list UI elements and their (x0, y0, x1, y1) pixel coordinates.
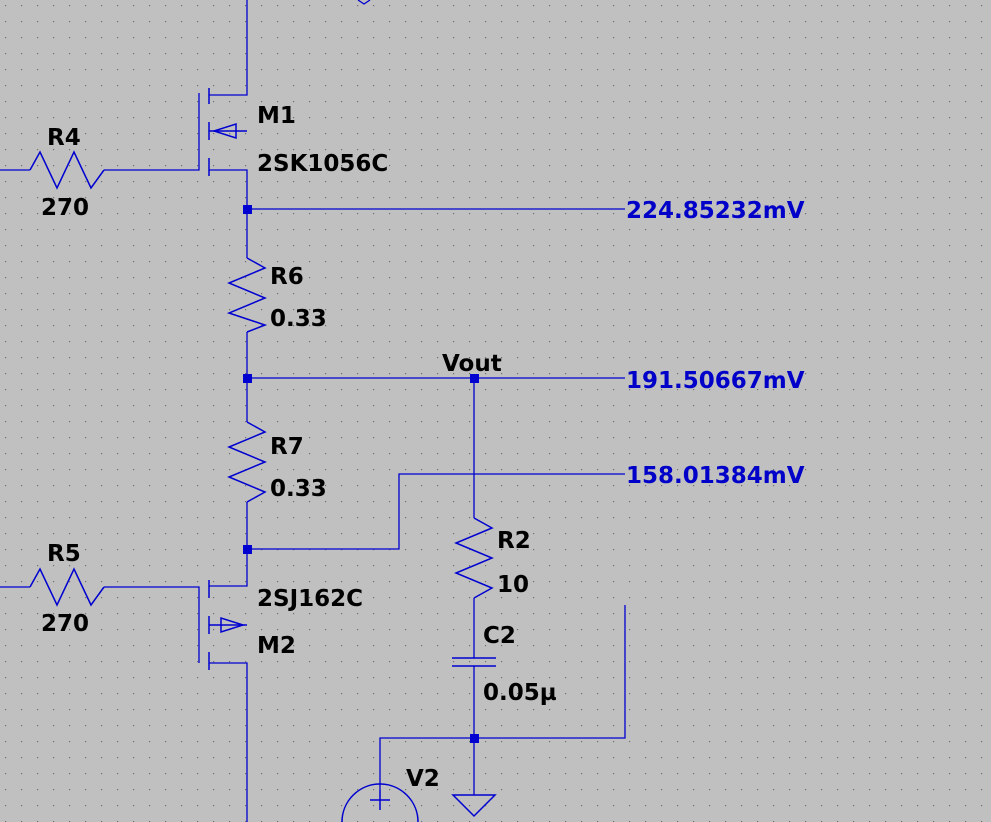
r4-ref-label: R4 (47, 125, 81, 151)
wire-r7-to-m2[interactable] (209, 502, 248, 587)
probe-voltage-m2-source: 158.01384mV (626, 463, 805, 489)
node-ground[interactable] (470, 734, 479, 743)
r4-value-label: 270 (41, 195, 89, 221)
wire-m2-drain[interactable] (209, 662, 248, 822)
v2-symbol[interactable] (341, 783, 419, 822)
wire-top-stub[interactable] (357, 0, 371, 5)
ground-symbol[interactable] (451, 794, 497, 818)
r5-symbol[interactable] (29, 567, 105, 607)
wire-r4-to-m1-gate[interactable] (104, 93, 200, 171)
r6-ref-label: R6 (270, 264, 304, 290)
probe-voltage-vout: 191.50667mV (626, 368, 805, 394)
wire-drain-m1[interactable] (209, 0, 248, 96)
vout-net-label: Vout (442, 351, 502, 377)
node-midpoint[interactable] (243, 374, 252, 383)
r2-symbol[interactable] (454, 517, 494, 599)
v2-ref-label: V2 (406, 766, 440, 792)
c2-symbol[interactable] (452, 657, 496, 667)
r2-ref-label: R2 (497, 528, 531, 554)
m2-model-label: 2SJ162C (257, 586, 363, 612)
m1-symbol[interactable] (208, 88, 247, 176)
node-m1-source[interactable] (243, 205, 252, 214)
wire-ground-bus[interactable] (379, 605, 626, 790)
junction-nodes (243, 205, 479, 743)
c2-ref-label: C2 (483, 623, 516, 649)
wires (0, 0, 626, 822)
wire-r5-to-m2-gate[interactable] (104, 586, 200, 663)
m1-ref-label: M1 (257, 103, 296, 129)
m1-model-label: 2SK1056C (257, 151, 388, 177)
node-vout[interactable] (470, 374, 479, 383)
r7-symbol[interactable] (227, 421, 267, 503)
probe-voltage-m1-source: 224.85232mV (626, 198, 805, 224)
wire-m1-source[interactable] (209, 169, 248, 258)
m2-ref-label: M2 (257, 633, 296, 659)
m2-symbol[interactable] (208, 580, 247, 670)
r5-ref-label: R5 (47, 541, 81, 567)
r6-value-label: 0.33 (270, 306, 327, 332)
r6-symbol[interactable] (226, 257, 268, 333)
c2-value-label: 0.05µ (483, 680, 557, 706)
node-m2-source[interactable] (243, 545, 252, 554)
r7-value-label: 0.33 (270, 476, 327, 502)
r5-value-label: 270 (41, 611, 89, 637)
r2-value-label: 10 (497, 572, 529, 598)
r7-ref-label: R7 (270, 434, 304, 460)
r4-symbol[interactable] (29, 150, 105, 190)
wire-probe3[interactable] (247, 473, 625, 550)
